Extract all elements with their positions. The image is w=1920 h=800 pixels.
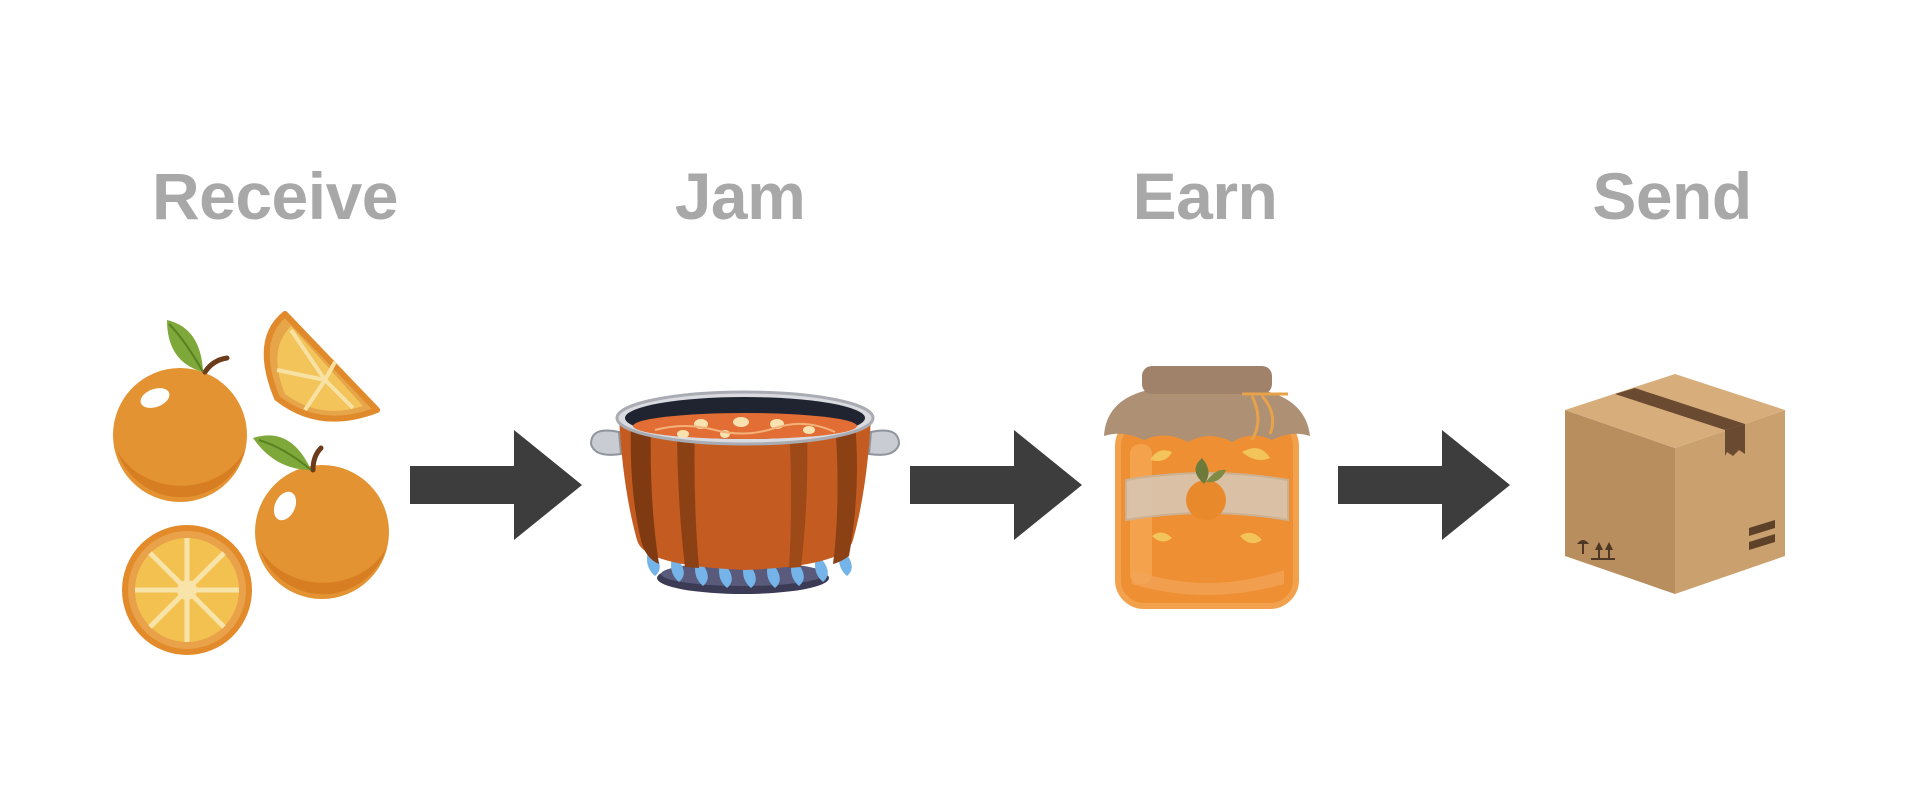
arrow-icon [1338, 430, 1510, 540]
fragile-bars-icon [1749, 520, 1775, 550]
whole-orange-2 [253, 435, 389, 599]
whole-orange-1 [113, 320, 247, 502]
jam-jar-icon [1104, 366, 1310, 609]
step-title-earn: Earn [1132, 159, 1278, 233]
orange-slice [122, 525, 252, 655]
step-title-send: Send [1592, 159, 1752, 233]
cooking-pot-icon [589, 390, 901, 594]
arrow-icon [410, 430, 582, 540]
shipping-box-icon [1565, 374, 1785, 594]
orange-wedge [263, 311, 380, 422]
oranges-icon [113, 311, 389, 655]
step-title-jam: Jam [674, 159, 806, 233]
arrow-icon [910, 430, 1082, 540]
shipping-symbols-icon [1577, 540, 1615, 560]
step-title-receive: Receive [151, 159, 399, 233]
